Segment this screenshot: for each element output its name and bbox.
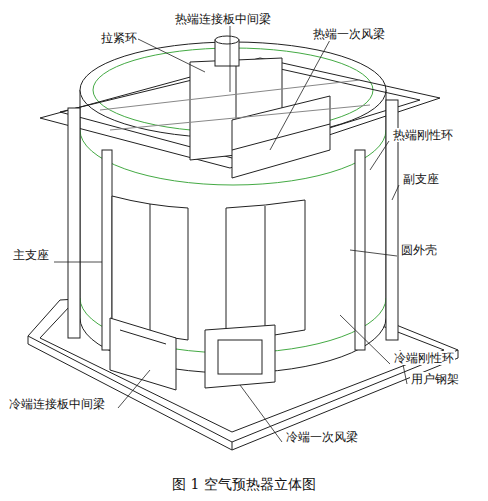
hot-primary-beam (232, 96, 330, 178)
leader-lines (54, 26, 407, 442)
aux-support-2 (355, 150, 365, 350)
figure-caption: 图 1 空气预热器立体图 (172, 476, 316, 494)
part-label: 主支座 (12, 248, 50, 262)
part-label: 冷端连接板中间梁 (8, 397, 106, 411)
part-label: 热端一次风梁 (312, 27, 386, 41)
door-right (226, 200, 305, 340)
part-label: 用户钢架 (410, 372, 460, 386)
door-left (112, 196, 188, 340)
main-support (68, 108, 80, 338)
part-label: 热端刚性环 (392, 128, 454, 142)
part-label: 冷端一次风梁 (285, 430, 359, 444)
part-label: 冷端刚性环 (393, 351, 455, 365)
cold-primary-beam (205, 325, 275, 388)
part-label: 圆外壳 (400, 243, 438, 257)
part-label: 拉紧环 (100, 31, 138, 45)
part-label: 副支座 (402, 172, 440, 186)
part-label: 热端连接板中间梁 (174, 12, 272, 26)
cold-mid-beam (110, 318, 176, 390)
